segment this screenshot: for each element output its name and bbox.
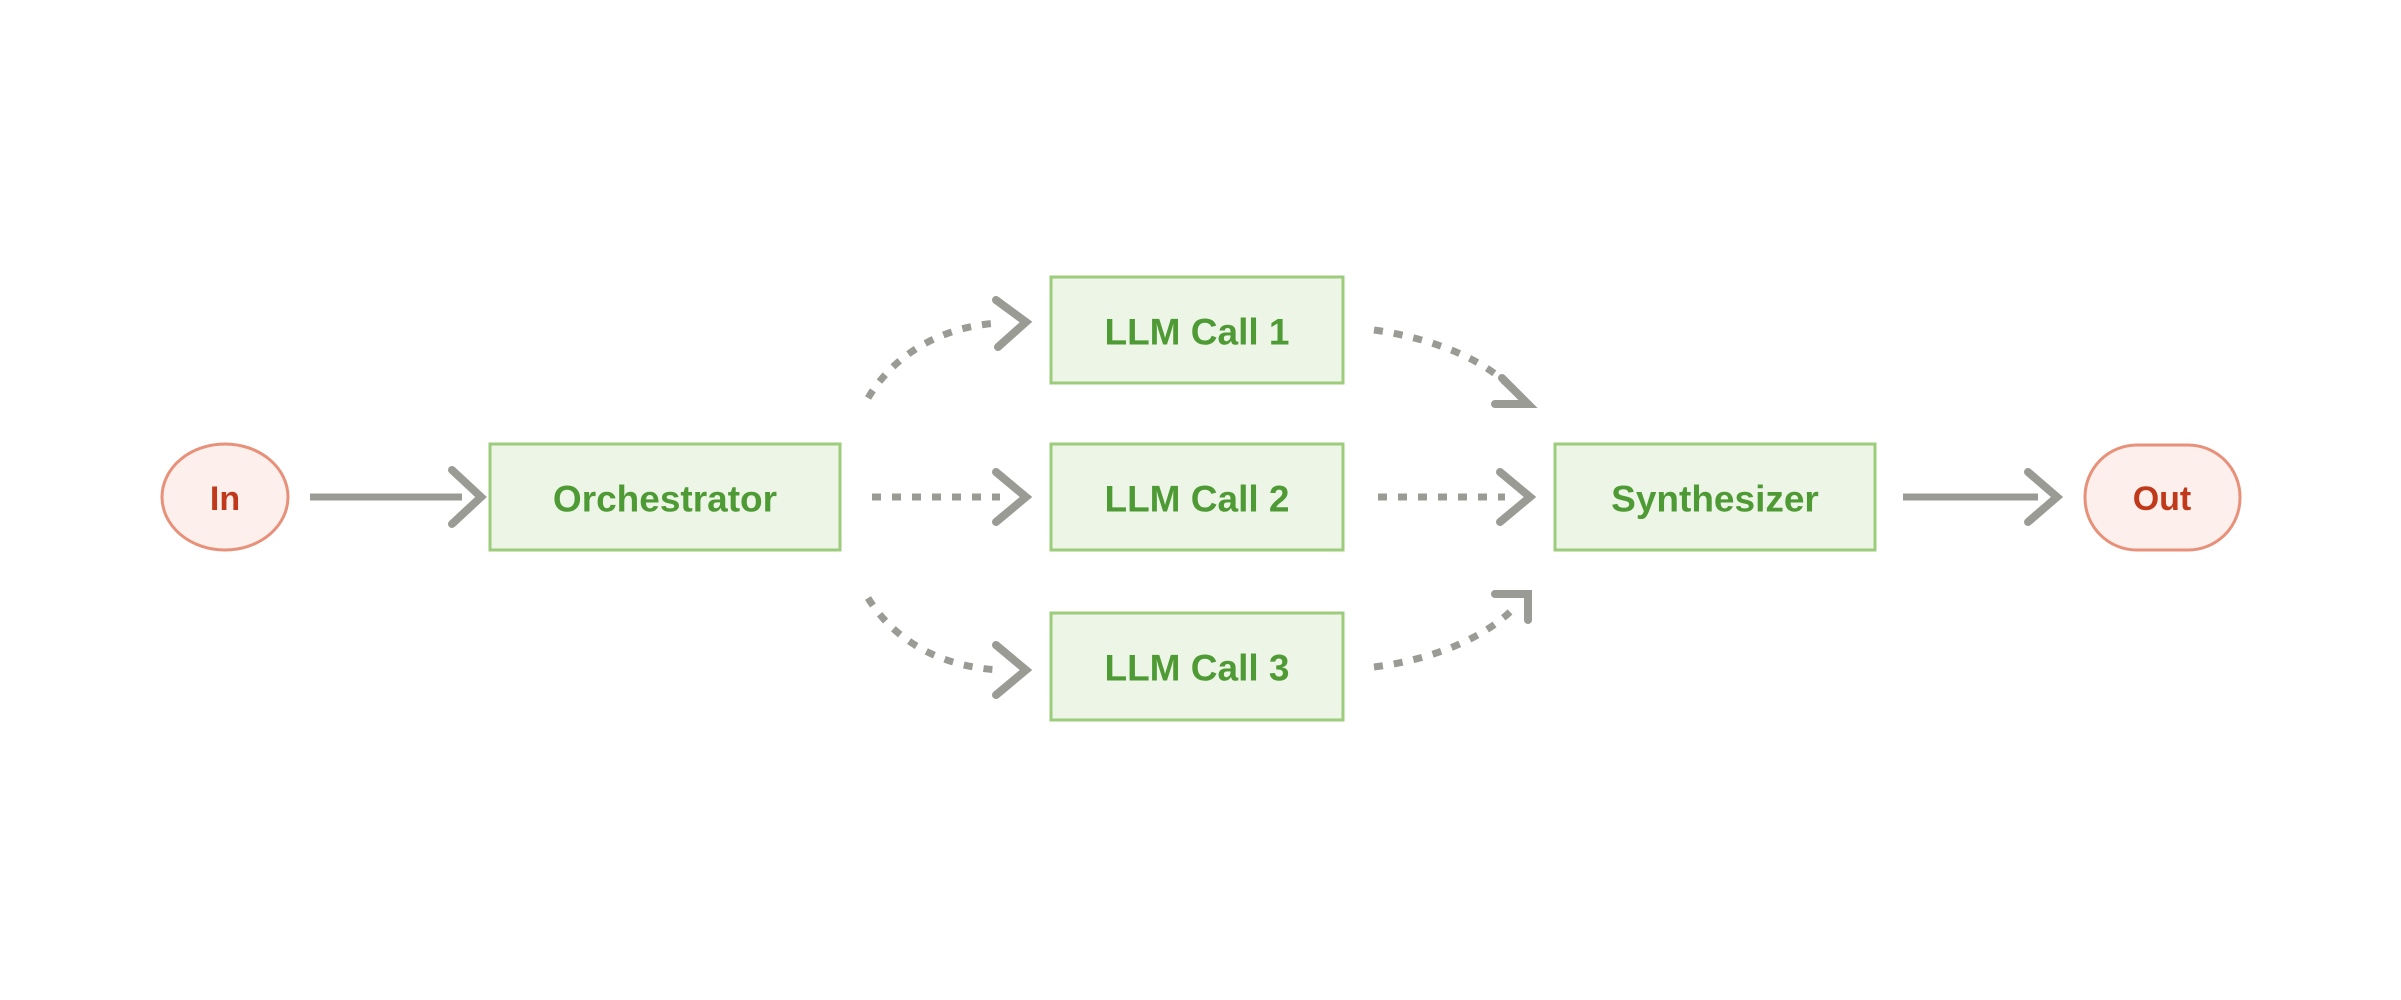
node-in[interactable]: In: [160, 442, 290, 552]
arrowhead-icon: [992, 296, 1033, 351]
synthesizer-shape: [1553, 442, 1877, 552]
edge-line: [865, 319, 1001, 400]
edge-line: [1373, 326, 1518, 395]
node-llm-call-1[interactable]: LLM Call 1: [1049, 275, 1345, 385]
llm-call-3-label: LLM Call 3: [1104, 648, 1289, 689]
node-llm-call-2[interactable]: LLM Call 2: [1049, 442, 1345, 552]
arrowhead-icon: [448, 466, 487, 528]
orchestrator-shape: [488, 442, 842, 552]
edge-llm-call-3-to-synthesizer: [1373, 590, 1532, 671]
node-out[interactable]: Out: [2083, 443, 2242, 552]
edge-orchestrator-to-llm-call-1: [865, 296, 1033, 400]
arrowhead-icon: [992, 468, 1033, 526]
node-synthesizer[interactable]: Synthesizer: [1553, 442, 1877, 552]
edge-line: [1373, 603, 1519, 671]
edge-orchestrator-to-llm-call-3: [865, 596, 1033, 699]
arrowhead-icon: [2024, 468, 2064, 526]
orchestrator-label: Orchestrator: [553, 479, 777, 520]
node-llm-call-3[interactable]: LLM Call 3: [1049, 611, 1345, 722]
out-shape: [2083, 443, 2242, 552]
out-label: Out: [2133, 480, 2192, 518]
synthesizer-label: Synthesizer: [1611, 479, 1819, 520]
edge-synthesizer-to-out: [1903, 468, 2064, 526]
arrowhead-icon: [992, 641, 1033, 699]
edge-line: [865, 596, 1001, 674]
llm-call-3-shape: [1049, 611, 1345, 722]
llm-call-2-label: LLM Call 2: [1104, 479, 1289, 520]
in-label: In: [210, 480, 240, 518]
edge-llm-call-2-to-synthesizer: [1378, 468, 1537, 526]
arrowhead-icon: [1491, 374, 1538, 408]
llm-call-2-shape: [1049, 442, 1345, 552]
llm-call-1-label: LLM Call 1: [1104, 312, 1289, 353]
edge-in-to-orchestrator: [310, 466, 487, 528]
edge-orchestrator-to-llm-call-2: [872, 468, 1033, 526]
arrowhead-icon: [1496, 468, 1537, 526]
edge-llm-call-1-to-synthesizer: [1373, 326, 1538, 408]
in-shape: [160, 442, 290, 552]
arrowhead-icon: [1491, 590, 1532, 624]
llm-call-1-shape: [1049, 275, 1345, 385]
node-orchestrator[interactable]: Orchestrator: [488, 442, 842, 552]
